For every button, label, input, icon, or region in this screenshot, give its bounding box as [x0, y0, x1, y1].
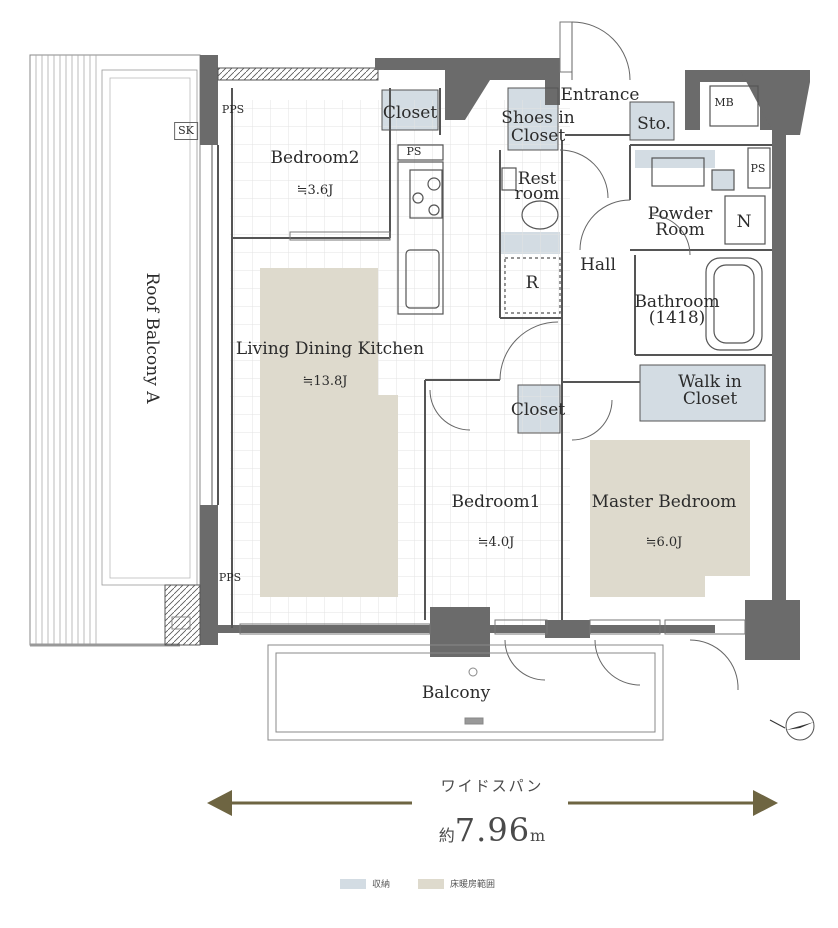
- north-arrow-icon: [769, 711, 815, 741]
- door-swings: [429, 21, 739, 691]
- closet-lines: [381, 87, 766, 434]
- restroom-label-1: Rest: [517, 169, 557, 189]
- roof-balcony-label: Roof Balcony A: [142, 272, 162, 404]
- ldk-area: ≒13.8J: [302, 374, 348, 389]
- bathroom-label-2: (1418): [648, 308, 706, 328]
- sk-label: SK: [174, 122, 198, 140]
- hall-label: Hall: [580, 255, 616, 275]
- pps-top-label: PPS: [221, 103, 245, 116]
- n-mark: N: [736, 212, 752, 232]
- legend-floor-heating: 床暖房範囲: [418, 877, 495, 890]
- entrance-label: Entrance: [560, 85, 640, 105]
- wide-span-title: ワイドスパン: [440, 777, 544, 795]
- bath-fixtures: [651, 85, 771, 351]
- balcony-label: Balcony: [421, 683, 491, 703]
- legend-storage-swatch: [340, 878, 366, 889]
- walkin-closet-label-2: Closet: [682, 389, 738, 409]
- floor-heating-areas: [260, 268, 750, 597]
- bedroom1-label: Bedroom1: [451, 492, 541, 512]
- master-bedroom-area: ≒6.0J: [645, 535, 683, 550]
- powder-room-label-2: Room: [655, 220, 705, 240]
- walkin-closet-label-1: Walk in: [678, 372, 742, 392]
- bathroom-label-1: Bathroom: [634, 292, 720, 312]
- restroom-fixtures: [501, 167, 561, 314]
- pps-bottom-label: PPS: [218, 571, 242, 584]
- interior-lines: [211, 88, 772, 628]
- r-mark: R: [525, 273, 539, 293]
- bedroom1-area: ≒4.0J: [477, 535, 515, 550]
- restroom-label-2: room: [514, 184, 560, 204]
- mb-label: MB: [714, 96, 734, 109]
- bedroom2-area: ≒3.6J: [296, 183, 334, 198]
- closet-top-label: Closet: [382, 103, 438, 123]
- wide-span-number: 7.96: [454, 811, 531, 849]
- bedroom2-label: Bedroom2: [270, 148, 360, 168]
- master-bedroom-label: Master Bedroom: [591, 492, 737, 512]
- roof-balcony-area: [29, 54, 201, 647]
- kitchen-counter: [397, 144, 444, 315]
- legend-storage: 収納: [340, 877, 390, 890]
- balcony-area: [171, 616, 664, 741]
- wide-span-unit: m: [530, 826, 546, 845]
- shoes-in-closet-label-2: Closet: [510, 126, 566, 146]
- legend-storage-label: 収納: [372, 880, 391, 890]
- ps-kitchen-label: PS: [406, 145, 422, 158]
- shoes-in-closet-label-1: Shoes in: [501, 108, 575, 128]
- legend-floor-heating-label: 床暖房範囲: [450, 880, 496, 890]
- ldk-label: Living Dining Kitchen: [235, 339, 425, 359]
- closet-mid-label: Closet: [510, 400, 566, 420]
- powder-room-label-1: Powder: [647, 204, 713, 224]
- windows: [239, 231, 746, 635]
- wide-span-prefix: 約: [438, 826, 455, 845]
- storage-label: Sto.: [637, 114, 671, 134]
- legend-floor-heating-swatch: [418, 878, 444, 889]
- wide-span-value: 約7.96m: [438, 811, 546, 849]
- ps-right-label: PS: [750, 162, 766, 175]
- wide-span-arrow: [207, 790, 778, 816]
